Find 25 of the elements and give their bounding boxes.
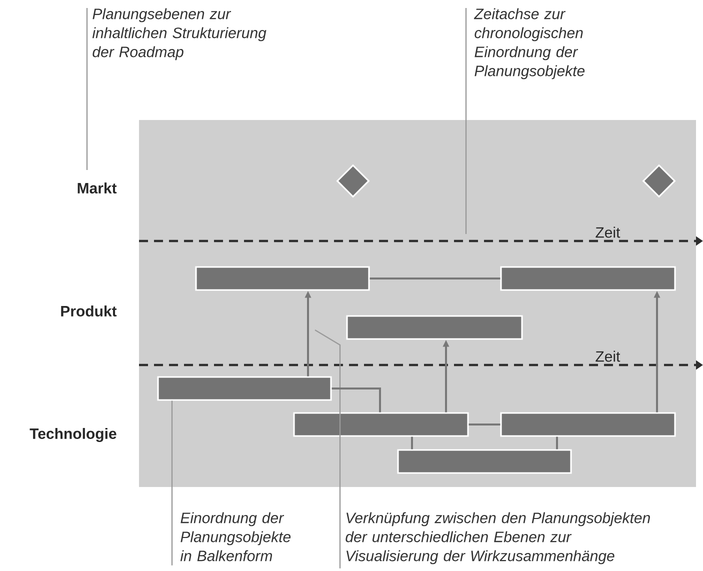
leader-line [465, 8, 467, 234]
axis-label: Zeit [596, 226, 620, 238]
row-label: Produkt [61, 306, 117, 316]
timeline-bar [500, 266, 676, 291]
row-label: Markt [78, 182, 117, 194]
callout-text: Verknüpfung zwischen den Planungsobjekten der unterschiedlichen Ebenen zur Visualisierung der Wirkzusammenhänge [346, 512, 650, 564]
timeline-bar [293, 412, 469, 437]
callout-text: Einordnung der Planungsobjekte in Balkenform [180, 512, 291, 562]
connector-line [556, 436, 558, 450]
leader-line [171, 400, 173, 566]
leader-line [86, 8, 88, 170]
connector-line [370, 278, 500, 280]
callout-text: Planungsebenen zur inhaltlichen Strukturierung der Roadmap [92, 8, 266, 60]
connector-line [468, 424, 500, 426]
callout-text: Zeitachse zur chronologischen Einordnung der Planungsobjekte [474, 8, 585, 80]
connector-line [411, 436, 413, 450]
connector-line [332, 388, 381, 412]
axis-label: Zeit [596, 350, 620, 362]
leader-line [314, 329, 341, 568]
timeline-bar [157, 376, 332, 401]
timeline-bar [397, 449, 572, 474]
timeline-bar [346, 315, 523, 340]
timeline-bar [500, 412, 676, 437]
timeline-bar [195, 266, 370, 291]
row-label: Technologie [30, 428, 116, 442]
